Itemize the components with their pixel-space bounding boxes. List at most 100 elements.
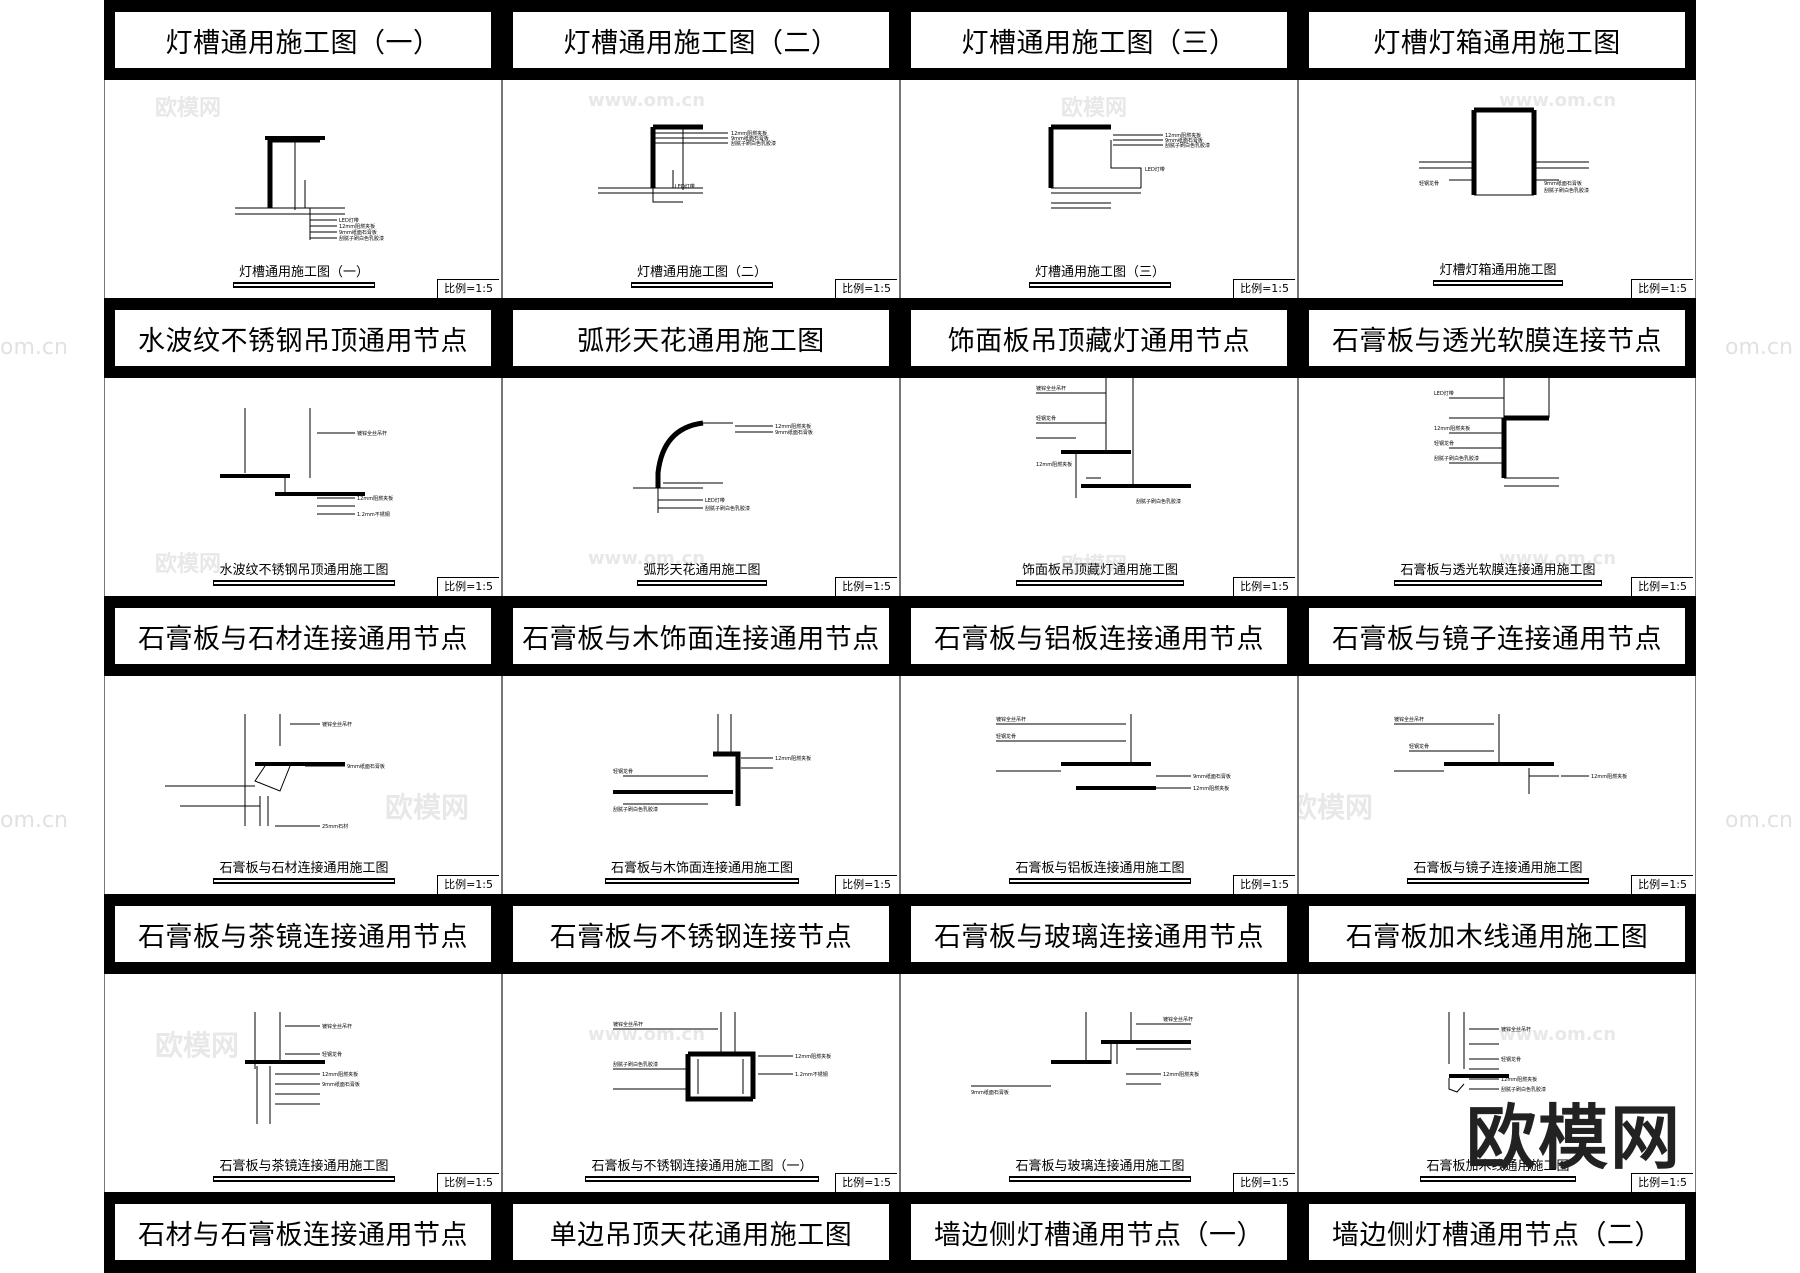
- drawing-panel[interactable]: 镀锌全丝吊杆 轻钢龙骨 12mm阻燃夹板 9mm纸面石膏板 石膏板与茶镜连接通用…: [104, 974, 502, 1192]
- title-row-1: 灯槽通用施工图（一） 灯槽通用施工图（二） 灯槽通用施工图（三） 灯槽灯箱通用施…: [104, 0, 1696, 80]
- drawing-label: 轻钢龙骨: [1501, 1056, 1521, 1063]
- drawing-caption: 石膏板与石材连接通用施工图: [105, 857, 501, 880]
- arc-ceiling-drawing: 12mm阻燃夹板 9mm纸面石膏板 LED灯带 刮腻子刷白色乳胶漆: [633, 420, 813, 513]
- node-title[interactable]: 墙边侧灯槽通用节点（一）: [911, 1204, 1287, 1260]
- node-title[interactable]: 水波纹不锈钢吊顶通用节点: [115, 310, 491, 366]
- drawing-row-4: 镀锌全丝吊杆 轻钢龙骨 12mm阻燃夹板 9mm纸面石膏板 石膏板与茶镜连接通用…: [104, 974, 1696, 1192]
- drawing-label: 9mm纸面石膏板: [347, 763, 385, 770]
- drawing-label: 12mm阻燃夹板: [1591, 773, 1627, 780]
- drawing-label: 刮腻子刷白色乳胶漆: [613, 806, 658, 813]
- drawing-panel[interactable]: 12mm阻燃夹板 轻钢龙骨 刮腻子刷白色乳胶漆 石膏板与木饰面连接通用施工图 比…: [502, 676, 900, 894]
- node-title[interactable]: 石膏板与茶镜连接通用节点: [115, 906, 491, 962]
- drawing-label: 轻钢龙骨: [1434, 440, 1454, 447]
- drawing-label: 轻钢龙骨: [996, 733, 1016, 740]
- drawing-label: 12mm阻燃夹板: [1165, 132, 1201, 139]
- side-watermark: om.cn: [0, 335, 68, 360]
- drawing-panel[interactable]: 镀锌全丝吊杆 轻钢龙骨 12mm阻燃夹板 石膏板与镜子连接通用施工图 比例=1:…: [1298, 676, 1696, 894]
- drawing-panel[interactable]: 镀锌全丝吊杆 轻钢龙骨 9mm纸面石膏板 12mm阻燃夹板 石膏板与铝板连接通用…: [900, 676, 1298, 894]
- node-title[interactable]: 石膏板与镜子连接通用节点: [1309, 608, 1685, 664]
- node-title[interactable]: 单边吊顶天花通用施工图: [513, 1204, 889, 1260]
- drawing-row-1: LED灯带 12mm阻燃夹板 9mm纸面石膏板 刮腻子刷白色乳胶漆 灯槽通用施工…: [104, 80, 1696, 298]
- tea-mirror-joint-drawing: 镀锌全丝吊杆 轻钢龙骨 12mm阻燃夹板 9mm纸面石膏板: [245, 1012, 360, 1124]
- drawing-label: 镀锌全丝吊杆: [1501, 1026, 1531, 1033]
- node-title[interactable]: 石膏板与透光软膜连接节点: [1309, 310, 1685, 366]
- drawing-label: 9mm纸面石膏板: [1193, 773, 1231, 780]
- drawing-panel[interactable]: LED灯带 12mm阻燃夹板 9mm纸面石膏板 刮腻子刷白色乳胶漆 灯槽通用施工…: [104, 80, 502, 298]
- title-row-5: 石材与石膏板连接通用节点 单边吊顶天花通用施工图 墙边侧灯槽通用节点（一） 墙边…: [104, 1192, 1696, 1272]
- drawing-label: 轻钢龙骨: [1036, 415, 1056, 422]
- node-title[interactable]: 弧形天花通用施工图: [513, 310, 889, 366]
- drawing-label: 镀锌全丝吊杆: [322, 721, 352, 728]
- drawing-label: 轻钢龙骨: [1419, 180, 1439, 187]
- drawing-panel[interactable]: 镀锌全丝吊杆 12mm阻燃夹板 1.2mm不锈钢 水波纹不锈钢吊顶通用施工图 比…: [104, 378, 502, 596]
- scale-label: 比例=1:5: [1233, 577, 1295, 596]
- title-row-2: 水波纹不锈钢吊顶通用节点 弧形天花通用施工图 饰面板吊顶藏灯通用节点 石膏板与透…: [104, 298, 1696, 378]
- ceiling-node-drawing: 镀锌全丝吊杆 12mm阻燃夹板 1.2mm不锈钢: [220, 408, 393, 518]
- drawing-label: 镀锌全丝吊杆: [1163, 1016, 1193, 1023]
- drawing-panel[interactable]: 12mm阻燃夹板 9mm纸面石膏板 刮腻子刷白色乳胶漆 LED灯带 灯槽通用施工…: [502, 80, 900, 298]
- drawing-label: 9mm纸面石膏板: [775, 429, 813, 436]
- scale-label: 比例=1:5: [1631, 1173, 1693, 1192]
- light-trough-drawing: LED灯带 12mm阻燃夹板 9mm纸面石膏板 刮腻子刷白色乳胶漆: [235, 136, 384, 242]
- drawing-label: 12mm阻燃夹板: [1434, 425, 1470, 432]
- wood-veneer-joint-drawing: 12mm阻燃夹板 轻钢龙骨 刮腻子刷白色乳胶漆: [613, 714, 811, 813]
- drawing-label: 12mm阻燃夹板: [731, 130, 767, 137]
- node-title[interactable]: 石材与石膏板连接通用节点: [115, 1204, 491, 1260]
- drawing-label: 镀锌全丝吊杆: [996, 716, 1026, 723]
- drawing-label: 25mm石材: [322, 823, 348, 830]
- drawing-label: 轻钢龙骨: [1409, 743, 1429, 750]
- light-box-drawing: 轻钢龙骨 9mm纸面石膏板 刮腻子刷白色乳胶漆: [1419, 107, 1589, 196]
- drawing-label: 12mm阻燃夹板: [1193, 785, 1229, 792]
- node-title[interactable]: 石膏板与玻璃连接通用节点: [911, 906, 1287, 962]
- drawing-label: 12mm阻燃夹板: [1163, 1071, 1199, 1078]
- node-title[interactable]: 灯槽通用施工图（一）: [115, 12, 491, 68]
- scale-label: 比例=1:5: [1233, 1173, 1295, 1192]
- drawing-label: LED灯带: [705, 497, 725, 504]
- node-title[interactable]: 石膏板与铝板连接通用节点: [911, 608, 1287, 664]
- node-title[interactable]: 石膏板与木饰面连接通用节点: [513, 608, 889, 664]
- node-title[interactable]: 石膏板加木线通用施工图: [1309, 906, 1685, 962]
- scale-label: 比例=1:5: [1233, 875, 1295, 894]
- drawing-label: 轻钢龙骨: [322, 1051, 342, 1058]
- stone-joint-drawing: 镀锌全丝吊杆 9mm纸面石膏板 25mm石材: [165, 714, 385, 830]
- drawing-panel[interactable]: 12mm阻燃夹板 9mm纸面石膏板 刮腻子刷白色乳胶漆 LED灯带 灯槽通用施工…: [900, 80, 1298, 298]
- drawing-caption: 石膏板与铝板连接通用施工图: [901, 857, 1297, 880]
- scale-label: 比例=1:5: [835, 875, 897, 894]
- drawing-label: 镀锌全丝吊杆: [322, 1023, 352, 1030]
- node-title[interactable]: 墙边侧灯槽通用节点（二）: [1309, 1204, 1685, 1260]
- drawing-caption: 水波纹不锈钢吊顶通用施工图: [105, 559, 501, 582]
- drawing-panel[interactable]: 镀锌全丝吊杆 12mm阻燃夹板 9mm纸面石膏板 石膏板与玻璃连接通用施工图 比…: [900, 974, 1298, 1192]
- drawing-panel[interactable]: 镀锌全丝吊杆 9mm纸面石膏板 25mm石材 石膏板与石材连接通用施工图 比例=…: [104, 676, 502, 894]
- drawing-caption: 灯槽灯箱通用施工图: [1299, 259, 1695, 282]
- drawing-panel[interactable]: 轻钢龙骨 9mm纸面石膏板 刮腻子刷白色乳胶漆 灯槽灯箱通用施工图 比例=1:5…: [1298, 80, 1696, 298]
- drawing-label: 12mm阻燃夹板: [357, 495, 393, 502]
- node-title[interactable]: 石膏板与石材连接通用节点: [115, 608, 491, 664]
- drawing-label: 刮腻子刷白色乳胶漆: [613, 1061, 658, 1068]
- drawing-label: 镀锌全丝吊杆: [1036, 385, 1066, 392]
- drawing-panel[interactable]: 12mm阻燃夹板 9mm纸面石膏板 LED灯带 刮腻子刷白色乳胶漆 弧形天花通用…: [502, 378, 900, 596]
- drawing-label: LED灯带: [1434, 390, 1454, 397]
- title-row-3: 石膏板与石材连接通用节点 石膏板与木饰面连接通用节点 石膏板与铝板连接通用节点 …: [104, 596, 1696, 676]
- drawing-label: 9mm纸面石膏板: [731, 135, 769, 142]
- drawing-label: LED灯带: [1145, 166, 1165, 173]
- wood-molding-drawing: 镀锌全丝吊杆 轻钢龙骨 12mm阻燃夹板 刮腻子刷白色乳胶漆: [1448, 1012, 1546, 1093]
- hidden-light-ceiling-drawing: 镀锌全丝吊杆 轻钢龙骨 12mm阻燃夹板 刮腻子刷白色乳胶漆: [1036, 378, 1191, 505]
- drawing-panel[interactable]: 镀锌全丝吊杆 刮腻子刷白色乳胶漆 12mm阻燃夹板 1.2mm不锈钢 石膏板与不…: [502, 974, 900, 1192]
- title-row-4: 石膏板与茶镜连接通用节点 石膏板与不锈钢连接节点 石膏板与玻璃连接通用节点 石膏…: [104, 894, 1696, 974]
- drawing-row-3: 镀锌全丝吊杆 9mm纸面石膏板 25mm石材 石膏板与石材连接通用施工图 比例=…: [104, 676, 1696, 894]
- drawing-panel[interactable]: 镀锌全丝吊杆 轻钢龙骨 12mm阻燃夹板 刮腻子刷白色乳胶漆 饰面板吊顶藏灯通用…: [900, 378, 1298, 596]
- scale-label: 比例=1:5: [835, 1173, 897, 1192]
- node-title[interactable]: 灯槽通用施工图（二）: [513, 12, 889, 68]
- node-title[interactable]: 灯槽通用施工图（三）: [911, 12, 1287, 68]
- scale-label: 比例=1:5: [1233, 279, 1295, 298]
- node-title[interactable]: 饰面板吊顶藏灯通用节点: [911, 310, 1287, 366]
- side-watermark: om.cn: [0, 808, 68, 833]
- drawing-label: 刮腻子刷白色乳胶漆: [705, 505, 750, 512]
- drawing-panel[interactable]: LED灯带 12mm阻燃夹板 轻钢龙骨 刮腻子刷白色乳胶漆 石膏板与透光软膜连接…: [1298, 378, 1696, 596]
- brand-logo: 欧模网: [1466, 1097, 1682, 1179]
- drawing-caption: 石膏板与不锈钢连接通用施工图（一）: [503, 1155, 899, 1178]
- node-title[interactable]: 石膏板与不锈钢连接节点: [513, 906, 889, 962]
- drawing-label: 1.2mm不锈钢: [357, 511, 390, 518]
- node-title[interactable]: 灯槽灯箱通用施工图: [1309, 12, 1685, 68]
- mirror-joint-drawing: 镀锌全丝吊杆 轻钢龙骨 12mm阻燃夹板: [1394, 714, 1627, 794]
